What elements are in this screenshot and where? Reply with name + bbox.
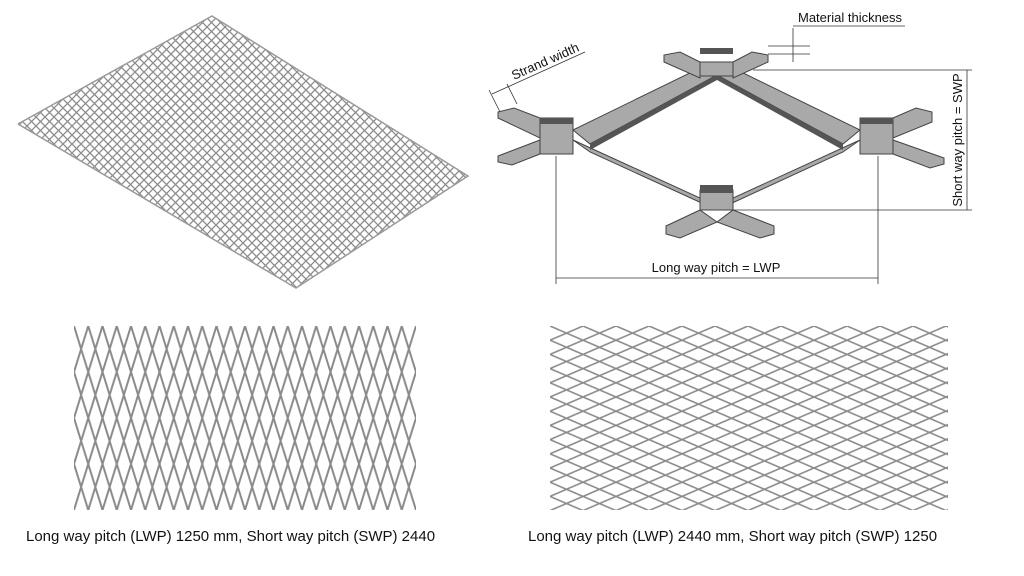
strand-detail-drawing [497,48,945,239]
material-thickness-label: Material thickness [798,10,903,25]
caption-left: Long way pitch (LWP) 1250 mm, Short way … [26,528,436,545]
mesh-sample-lwp-2440 [550,326,948,510]
long-way-pitch-label: Long way pitch = LWP [652,260,781,275]
isometric-mesh-sheet [17,15,470,289]
strand-width-label: Strand width [509,40,581,83]
dimension-lines [488,25,972,284]
mesh-sample-lwp-1250 [74,326,416,510]
short-way-pitch-label: Short way pitch = SWP [950,73,965,206]
caption-right: Long way pitch (LWP) 2440 mm, Short way … [528,528,938,545]
